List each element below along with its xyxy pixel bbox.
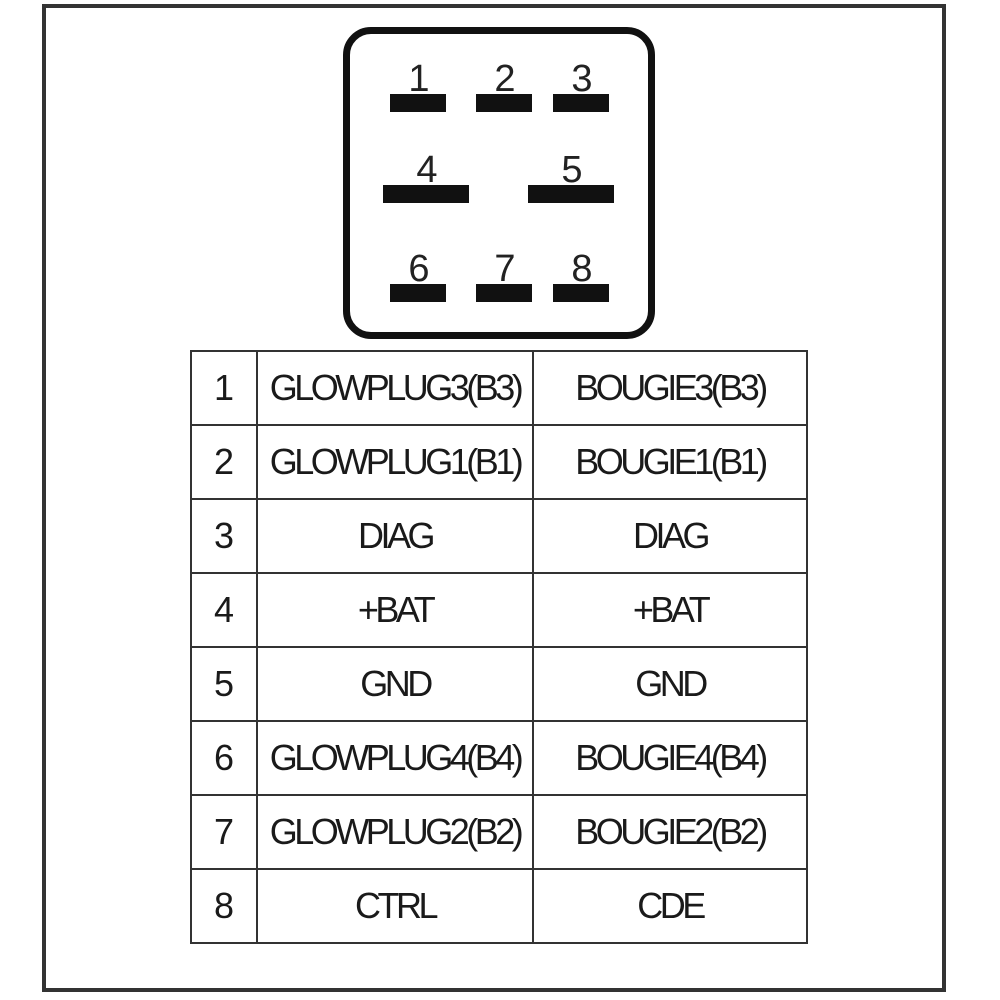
pin-3: 3 [553,54,609,112]
pin-5-label: 5 [561,149,582,191]
signal-french: +BAT [532,572,808,648]
table-row: 1 GLOWPLUG3(B3) BOUGIE3(B3) [190,350,808,426]
pin-1: 1 [390,54,446,112]
pin-8-label: 8 [571,248,592,290]
pinout-table: 1 GLOWPLUG3(B3) BOUGIE3(B3) 2 GLOWPLUG1(… [190,350,808,944]
signal-english: +BAT [256,572,534,648]
signal-french: BOUGIE3(B3) [532,350,808,426]
table-row: 3 DIAG DIAG [190,498,808,574]
table-row: 2 GLOWPLUG1(B1) BOUGIE1(B1) [190,424,808,500]
table-row: 6 GLOWPLUG4(B4) BOUGIE4(B4) [190,720,808,796]
pin-number: 7 [190,794,258,870]
pin-1-contact [390,94,446,112]
pin-number: 5 [190,646,258,722]
pin-2-contact [476,94,532,112]
signal-english: GLOWPLUG1(B1) [256,424,534,500]
pin-number: 8 [190,868,258,944]
pin-4-label: 4 [416,149,437,191]
signal-french: CDE [532,868,808,944]
table-row: 4 +BAT +BAT [190,572,808,648]
pin-6: 6 [390,244,446,302]
pin-number: 2 [190,424,258,500]
pin-5: 5 [528,145,614,203]
pin-8-contact [553,284,609,302]
signal-french: GND [532,646,808,722]
pin-2-label: 2 [494,58,515,100]
pin-number: 1 [190,350,258,426]
pin-6-label: 6 [408,248,429,290]
signal-english: GLOWPLUG2(B2) [256,794,534,870]
pin-7-contact [476,284,532,302]
signal-english: DIAG [256,498,534,574]
signal-english: GLOWPLUG4(B4) [256,720,534,796]
pin-1-label: 1 [408,58,429,100]
signal-french: DIAG [532,498,808,574]
table-row: 8 CTRL CDE [190,868,808,944]
pin-number: 4 [190,572,258,648]
pin-4-contact [383,185,469,203]
pin-3-label: 3 [571,58,592,100]
signal-english: GLOWPLUG3(B3) [256,350,534,426]
pin-2: 2 [476,54,532,112]
signal-english: CTRL [256,868,534,944]
pin-3-contact [553,94,609,112]
pin-7-label: 7 [494,248,515,290]
pin-4: 4 [383,145,469,203]
pin-5-contact [528,185,614,203]
signal-english: GND [256,646,534,722]
signal-french: BOUGIE1(B1) [532,424,808,500]
pin-6-contact [390,284,446,302]
table-row: 7 GLOWPLUG2(B2) BOUGIE2(B2) [190,794,808,870]
signal-french: BOUGIE2(B2) [532,794,808,870]
pin-8: 8 [553,244,609,302]
connector-outline: 1 2 3 4 5 6 7 8 [343,27,655,339]
table-row: 5 GND GND [190,646,808,722]
pin-number: 3 [190,498,258,574]
pin-7: 7 [476,244,532,302]
signal-french: BOUGIE4(B4) [532,720,808,796]
pin-number: 6 [190,720,258,796]
